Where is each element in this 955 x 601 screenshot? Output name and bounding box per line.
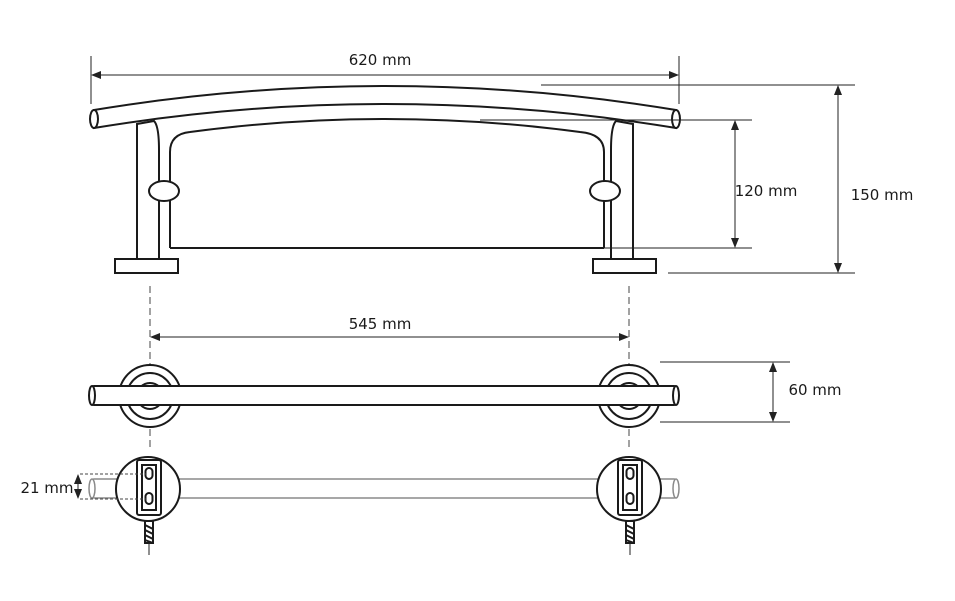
dim-overall-width: 620 mm — [90, 51, 680, 104]
left-mount-hole-top — [144, 467, 154, 480]
inner-arm-frame — [169, 118, 605, 248]
left-mount-hole-bottom — [144, 492, 154, 505]
bar-end-left — [89, 109, 99, 129]
right-mount-hole-bottom — [625, 492, 635, 505]
dim-mount-spacing: 545 mm — [150, 315, 629, 341]
left-base-plate — [114, 258, 179, 274]
projection-label: 60 mm — [788, 381, 841, 399]
right-mount-hole-top — [625, 467, 635, 480]
top-view — [88, 364, 680, 428]
dim-hole-spacing: 21 mm — [20, 473, 146, 500]
curved-top-bar — [93, 85, 677, 130]
dim-total-height: 150 mm — [541, 84, 914, 274]
arm-height-label: 120 mm — [735, 182, 798, 200]
mount-spacing-label: 545 mm — [349, 315, 412, 333]
left-set-screw — [148, 180, 180, 202]
overall-width-label: 620 mm — [349, 51, 412, 69]
top-view-bar — [90, 385, 678, 406]
right-set-screw — [589, 180, 621, 202]
left-screw — [144, 520, 154, 555]
dim-projection: 60 mm — [660, 361, 842, 423]
right-base-plate — [592, 258, 657, 274]
total-height-label: 150 mm — [851, 186, 914, 204]
front-view — [89, 85, 681, 274]
right-screw — [625, 520, 635, 555]
dim-arm-height: 120 mm — [480, 119, 798, 249]
hole-spacing-label: 21 mm — [20, 479, 73, 497]
bottom-view — [88, 456, 680, 555]
right-post — [610, 119, 634, 261]
left-post — [136, 119, 160, 261]
bar-end-right — [671, 109, 681, 129]
